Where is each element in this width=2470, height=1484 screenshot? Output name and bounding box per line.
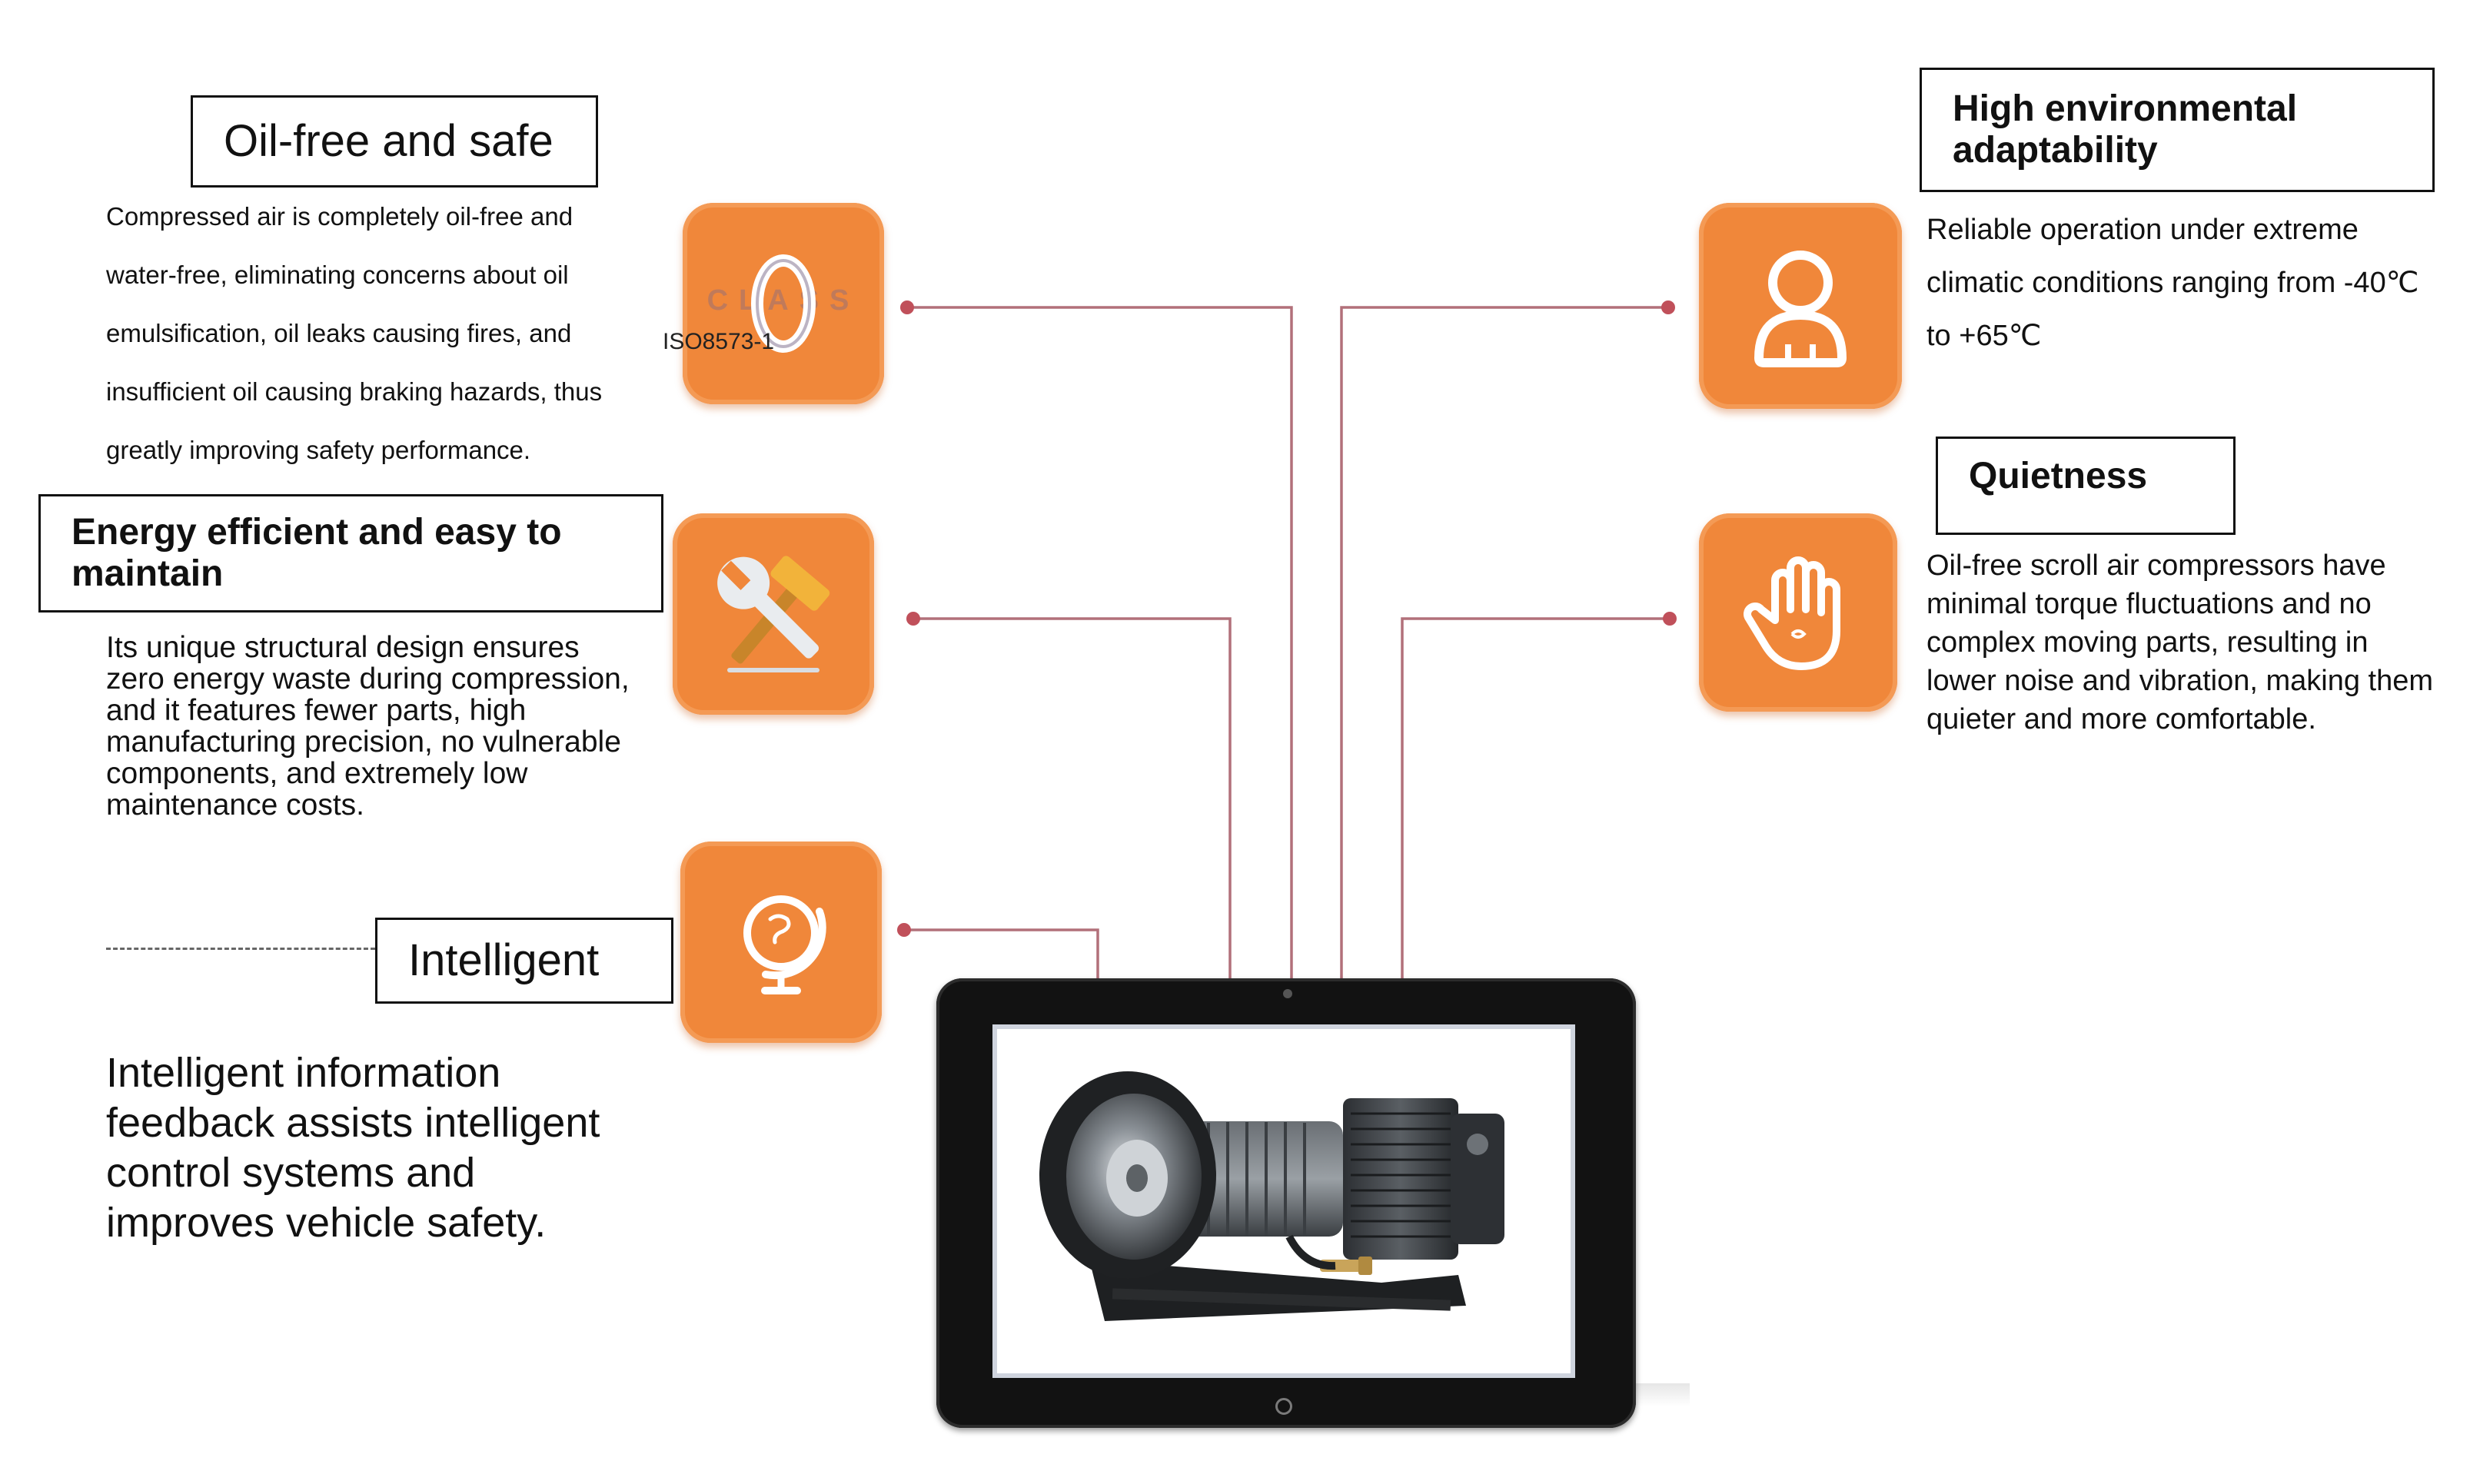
quietness-title-box: Quietness xyxy=(1936,437,2236,535)
connector-intelligent xyxy=(904,928,1099,980)
air-compressor-photo xyxy=(1039,1071,1504,1321)
zero-class-subtext: CLASS xyxy=(707,284,860,317)
connector-dot-environment xyxy=(1661,300,1675,314)
monitor-camera xyxy=(1283,989,1292,998)
oil-free-line: water-free, eliminating concerns about o… xyxy=(106,261,569,289)
environment-description: Reliable operation under extreme climati… xyxy=(1926,204,2465,363)
energy-line: manufacturing precision, no vulnerable xyxy=(106,725,621,759)
intelligent-description: Intelligent information feedback assists… xyxy=(106,1048,660,1248)
quietness-line: minimal torque fluctuations and no xyxy=(1926,588,2372,620)
environment-line: Reliable operation under extreme xyxy=(1926,214,2359,246)
oil-free-description: Compressed air is completely oil-free an… xyxy=(106,188,660,480)
environment-line: to +65℃ xyxy=(1926,320,2042,352)
connector-energy xyxy=(913,617,1232,980)
environment-title-line: adaptability xyxy=(1953,130,2158,171)
monitor-home-button xyxy=(1275,1398,1292,1415)
dashed-divider xyxy=(106,948,375,950)
intelligent-line: improves vehicle safety. xyxy=(106,1200,547,1246)
connector-dot-oil-free xyxy=(900,300,914,314)
monitor-shadow xyxy=(1636,1383,1690,1406)
energy-line: and it features fewer parts, high xyxy=(106,694,527,727)
wrench-hammer-icon xyxy=(717,556,830,672)
oil-free-line: insufficient oil causing braking hazards… xyxy=(106,377,603,406)
energy-tile xyxy=(673,513,874,715)
globe-icon xyxy=(743,895,826,994)
environment-title-box: High environmental adaptability xyxy=(1920,68,2435,192)
environment-tile xyxy=(1699,203,1902,409)
iso-standard-label: ISO8573-1 xyxy=(663,329,775,354)
quietness-tile xyxy=(1699,513,1897,712)
intelligent-line: feedback assists intelligent xyxy=(106,1100,600,1146)
hand-icon xyxy=(1744,556,1840,670)
intelligent-line: control systems and xyxy=(106,1150,476,1196)
oil-free-title: Oil-free and safe xyxy=(224,115,554,166)
intelligent-tile xyxy=(680,842,882,1043)
connector-dot-quietness xyxy=(1663,612,1677,626)
intelligent-title: Intelligent xyxy=(408,935,600,985)
connector-dot-energy xyxy=(906,612,920,626)
connector-environment xyxy=(1340,306,1668,980)
monitor-screen xyxy=(992,1024,1575,1378)
energy-description: Its unique structural design ensures zer… xyxy=(106,632,660,821)
intelligent-line: Intelligent information xyxy=(106,1050,501,1096)
quietness-title: Quietness xyxy=(1969,456,2148,496)
person-icon xyxy=(1754,251,1847,367)
energy-line: Its unique structural design ensures xyxy=(106,631,580,664)
zero-class-icon: CLASS xyxy=(707,254,860,353)
energy-line: zero energy waste during compression, xyxy=(106,662,630,696)
quietness-description: Oil-free scroll air compressors have min… xyxy=(1926,546,2465,739)
quietness-line: lower noise and vibration, making them xyxy=(1926,665,2434,697)
environment-line: climatic conditions ranging from -40℃ xyxy=(1926,267,2419,299)
oil-free-line: Compressed air is completely oil-free an… xyxy=(106,202,573,231)
connector-oil-free xyxy=(907,306,1293,980)
connector-dot-intelligent xyxy=(897,923,911,937)
quietness-line: Oil-free scroll air compressors have xyxy=(1926,549,2386,582)
quietness-line: complex moving parts, resulting in xyxy=(1926,626,2369,659)
quietness-line: quieter and more comfortable. xyxy=(1926,703,2316,735)
energy-title-box: Energy efficient and easy to maintain xyxy=(38,494,663,613)
oil-free-title-box: Oil-free and safe xyxy=(191,95,598,188)
oil-free-line: emulsification, oil leaks causing fires,… xyxy=(106,319,572,347)
energy-title-line: maintain xyxy=(71,553,224,594)
environment-title-line: High environmental xyxy=(1953,88,2298,130)
energy-line: components, and extremely low xyxy=(106,757,528,790)
intelligent-title-box: Intelligent xyxy=(375,918,673,1004)
energy-line: maintenance costs. xyxy=(106,788,365,822)
oil-free-line: greatly improving safety performance. xyxy=(106,436,531,464)
oil-free-tile: CLASS xyxy=(683,203,884,404)
energy-title-line: Energy efficient and easy to xyxy=(71,512,562,553)
connector-quietness xyxy=(1401,617,1670,980)
